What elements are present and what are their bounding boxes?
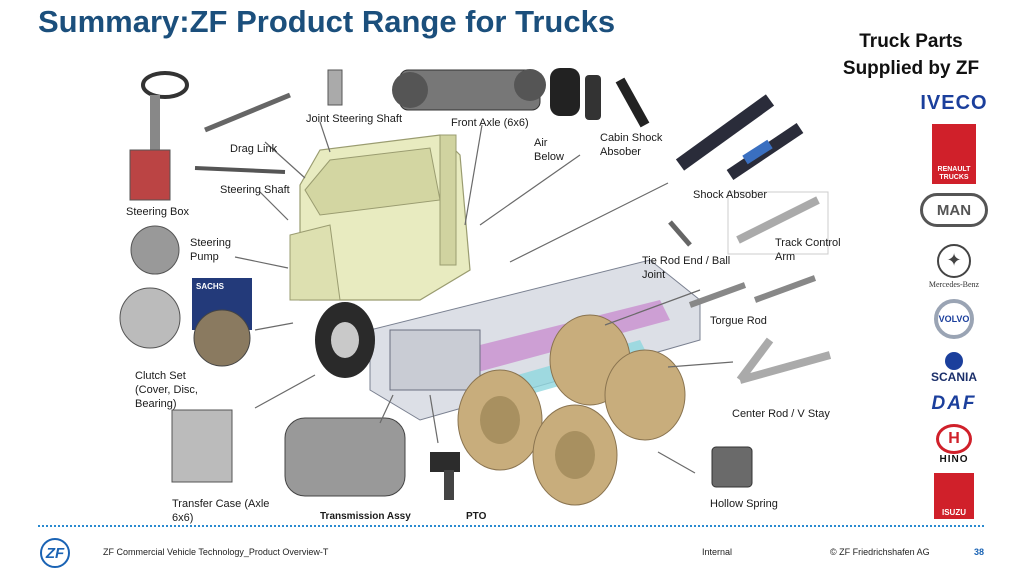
footer-copyright: © ZF Friedrichshafen AG xyxy=(830,547,930,557)
cabin-shock-image xyxy=(615,77,650,128)
label-steering-pump: Steering Pump xyxy=(190,237,231,263)
center-rod-image xyxy=(736,337,832,384)
label-clutch-set: Clutch Set (Cover, Disc, Bearing) xyxy=(135,370,198,410)
zf-logo: ZF xyxy=(40,538,70,568)
renault-logo-text: RENAULT TRUCKS xyxy=(932,124,976,184)
footer-divider xyxy=(38,525,984,527)
label-joint-steering-shaft: Joint Steering Shaft xyxy=(306,113,403,125)
front-axle-image xyxy=(392,69,546,111)
label-cabin-shock: Cabin Shock Absober xyxy=(600,132,663,158)
air-below-image xyxy=(550,68,601,120)
transmission-image xyxy=(284,417,406,497)
label-hollow-spring: Hollow Spring xyxy=(710,498,778,510)
mercedes-logo: ✦ Mercedes-Benz xyxy=(916,242,992,290)
footer-classification: Internal xyxy=(702,547,733,557)
scania-griffin-icon xyxy=(945,352,963,370)
hino-logo: H HINO xyxy=(916,420,992,468)
label-shock-absober: Shock Absober xyxy=(693,189,767,201)
torgue-rod-image xyxy=(688,275,817,308)
supplied-heading: Truck Parts Supplied by ZF xyxy=(842,31,980,79)
hino-emblem-icon: H xyxy=(936,423,972,454)
volvo-logo-text: VOLVO xyxy=(934,299,974,339)
steering-shaft-image xyxy=(194,166,286,174)
mercedes-logo-text: Mercedes-Benz xyxy=(928,279,980,289)
label-center-rod: Center Rod / V Stay xyxy=(732,408,830,420)
isuzu-logo: ISUZU xyxy=(916,472,992,520)
man-logo-text: MAN xyxy=(920,193,988,227)
label-front-axle: Front Axle (6x6) xyxy=(451,117,529,129)
daf-logo: DAF xyxy=(931,393,977,414)
renault-logo: RENAULT TRUCKS xyxy=(916,124,992,184)
label-track-control: Track Control Arm xyxy=(775,237,841,263)
volvo-logo: VOLVO xyxy=(916,295,992,343)
footer-doc-title: ZF Commercial Vehicle Technology_Product… xyxy=(103,547,329,557)
label-transfer-case: Transfer Case (Axle 6x6) xyxy=(172,498,270,524)
hollow-spring-image xyxy=(711,446,753,488)
scania-logo-text: SCANIA xyxy=(930,370,977,384)
shock-absober-image xyxy=(675,94,804,180)
clutch-set-image xyxy=(119,278,252,367)
drag-link-image xyxy=(204,92,291,133)
label-transmission: Transmission Assy xyxy=(320,511,411,522)
joint-steering-shaft-image xyxy=(327,69,343,106)
tie-rod-image xyxy=(668,220,692,247)
steering-pump-image xyxy=(130,225,180,275)
transfer-case-image xyxy=(171,409,233,483)
pointer-arrows xyxy=(234,121,734,474)
man-logo: MAN xyxy=(916,190,992,230)
truck-cab xyxy=(289,134,471,301)
scania-logo: SCANIA xyxy=(916,350,992,386)
pto-image xyxy=(430,452,460,500)
label-drag-link: Drag Link xyxy=(230,143,278,155)
sachs-brand: SACHS xyxy=(196,282,225,291)
label-steering-shaft: Steering Shaft xyxy=(220,184,290,196)
label-torgue-rod: Torgue Rod xyxy=(710,315,767,327)
hino-logo-text: HINO xyxy=(939,453,969,465)
slide-title: Summary:ZF Product Range for Trucks xyxy=(38,4,616,39)
track-control-arm-image xyxy=(727,191,829,255)
rear-wheels xyxy=(457,314,686,506)
label-air-below: Air Below xyxy=(534,137,564,163)
front-wheel xyxy=(315,302,375,378)
steering-box-image xyxy=(129,71,189,201)
label-tie-rod: Tie Rod End / Ball Joint xyxy=(642,255,731,281)
page-number: 38 xyxy=(974,547,985,557)
mercedes-star-icon: ✦ xyxy=(937,243,971,278)
label-steering-box: Steering Box xyxy=(126,206,189,218)
label-pto: PTO xyxy=(466,511,487,522)
iveco-logo: IVECO xyxy=(920,91,988,114)
isuzu-logo-text: ISUZU xyxy=(934,473,974,519)
